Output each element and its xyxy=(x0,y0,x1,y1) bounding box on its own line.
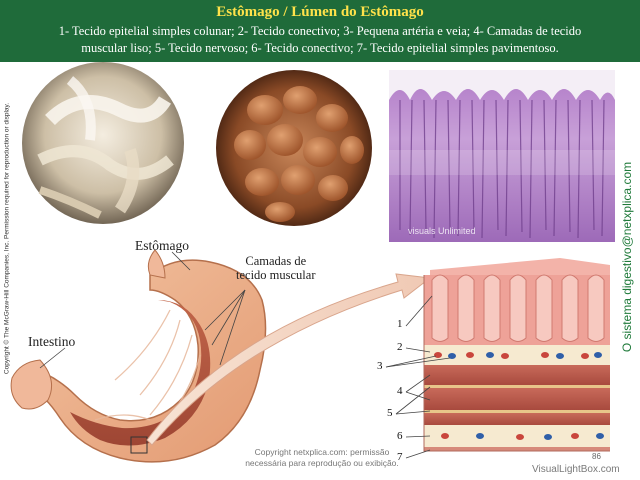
layer-number-5: 5 xyxy=(387,407,393,419)
label-intestine: Intestino xyxy=(28,334,76,349)
legend-line-1: 1- Tecido epitelial simples colunar; 2- … xyxy=(58,24,582,38)
copyright-note-line2: necessária para reprodução ou exibição. xyxy=(245,458,399,469)
watermark-visuallightbox: VisualLightBox.com xyxy=(532,464,620,475)
label-stomach: Estômago xyxy=(135,238,189,253)
page-number: 86 xyxy=(592,452,601,461)
number-leaders xyxy=(385,295,451,459)
photo-micrograph xyxy=(389,70,615,242)
label-muscle-layers-line2: tecido muscular xyxy=(236,268,316,283)
copyright-note: Copyright netxplica.com: permissão neces… xyxy=(232,447,412,469)
photo-mucosa-folds xyxy=(22,62,184,224)
layer-number-7: 7 xyxy=(397,451,403,463)
layer-number-2: 2 xyxy=(397,341,403,353)
micrograph-watermark: visuals Unlimited xyxy=(408,226,476,236)
photo-gastric-pits xyxy=(216,70,372,226)
stomach-illustration xyxy=(10,249,267,463)
layer-number-6: 6 xyxy=(397,430,403,442)
tissue-block xyxy=(423,258,610,452)
label-leaders xyxy=(39,251,246,369)
label-muscle-layers: Camadas de tecido muscular xyxy=(236,254,316,283)
copyright-note-line1: Copyright netxplica.com: permissão xyxy=(254,447,390,457)
layer-number-3: 3 xyxy=(377,360,383,372)
layer-number-4: 4 xyxy=(397,385,403,397)
layer-number-1: 1 xyxy=(397,318,403,330)
zoom-arrow xyxy=(146,273,432,446)
header-bar: Estômago / Lúmen do Estômago 1- Tecido e… xyxy=(0,0,640,62)
label-muscle-layers-line1: Camadas de xyxy=(245,254,307,268)
legend-line-2: muscular liso; 5- Tecido nervoso; 6- Tec… xyxy=(81,41,559,55)
slide-title: Estômago / Lúmen do Estômago xyxy=(216,4,424,20)
